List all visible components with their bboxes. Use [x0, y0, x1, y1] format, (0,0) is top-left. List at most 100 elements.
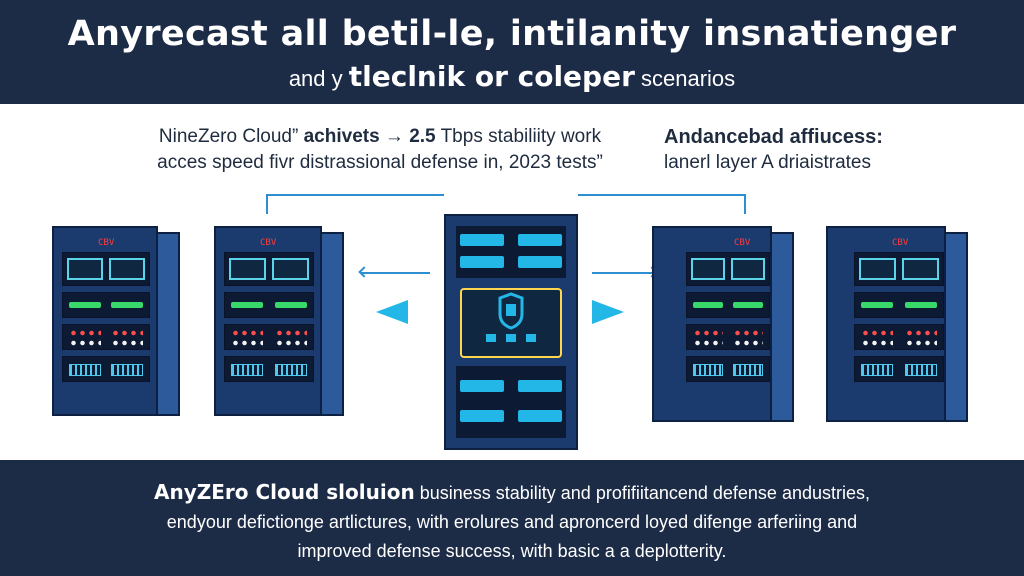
indicator-bay — [224, 324, 314, 350]
rack-status-label: CBV — [734, 238, 751, 248]
rack-status-label: CBV — [98, 238, 115, 248]
led-row — [861, 339, 893, 347]
led-row — [275, 329, 307, 337]
status-bar — [460, 380, 504, 392]
connector-right — [578, 194, 746, 214]
rack-face: CBV — [826, 226, 946, 422]
indicator-bay — [62, 324, 150, 350]
led-row — [275, 339, 307, 347]
led-row — [111, 329, 143, 337]
monitor-screen — [229, 258, 266, 280]
monitor-bay — [854, 252, 944, 286]
monitor-bay — [686, 252, 770, 286]
vent-bay — [224, 356, 314, 382]
status-bar — [111, 302, 143, 308]
indicator-bay — [686, 324, 770, 350]
server-diagram: CBV CBV — [0, 180, 1024, 450]
footer-line-1: AnyZEro Cloud sloluion business stabilit… — [0, 478, 1024, 508]
vent-bay — [686, 356, 770, 382]
right-arrow-icon — [592, 300, 624, 324]
led-row — [231, 329, 263, 337]
subtitle-post: scenarios — [641, 66, 736, 91]
status-bar — [861, 302, 893, 308]
led-row — [905, 329, 937, 337]
rack-side-panel — [944, 232, 968, 422]
status-bar — [518, 234, 562, 246]
caption-left-post: Tbps stabiliity work — [440, 126, 602, 147]
vent-grille — [69, 364, 101, 376]
rack-face: CBV — [652, 226, 772, 422]
led-row — [861, 329, 893, 337]
caption-left-line2: acces speed fivr distrassional defense i… — [157, 152, 603, 173]
status-bar — [518, 410, 562, 422]
subtitle-pre: and y — [288, 66, 343, 91]
header-banner: Anyrecast all betil-le, intilanity insna… — [0, 0, 1024, 104]
footer-line-1-rest: business stability and profifiitancend d… — [419, 483, 870, 503]
flow-line-left — [360, 272, 430, 274]
status-bar — [733, 302, 763, 308]
caption-right-line2: lanerl layer A driaistrates — [664, 152, 871, 173]
led-row — [733, 329, 763, 337]
monitor-screen — [902, 258, 939, 280]
monitor-screen — [731, 258, 765, 280]
page-title: Anyrecast all betil-le, intilanity insna… — [67, 14, 957, 54]
caption-left-pre: NineZero Cloud” — [158, 126, 299, 147]
status-bar — [460, 234, 504, 246]
status-bar — [275, 302, 307, 308]
status-bar — [460, 256, 504, 268]
led-row — [693, 329, 723, 337]
monitor-screen — [272, 258, 309, 280]
connector-left — [266, 194, 444, 214]
server-rack-2: CBV — [214, 226, 344, 416]
status-bar — [518, 380, 562, 392]
monitor-bay — [62, 252, 150, 286]
status-bar — [518, 256, 562, 268]
footer-line-3: improved defense success, with basic a a… — [297, 541, 727, 561]
drive-bay — [854, 292, 944, 318]
drive-bay — [224, 292, 314, 318]
vent-grille — [861, 364, 893, 376]
rack-status-label: CBV — [892, 238, 909, 248]
vent-grille — [733, 364, 763, 376]
monitor-screen — [691, 258, 725, 280]
status-bar — [69, 302, 101, 308]
shield-icon — [486, 292, 536, 342]
led-row — [231, 339, 263, 347]
monitor-screen — [67, 258, 103, 280]
core-slot — [456, 226, 566, 278]
server-rack-4: CBV — [826, 226, 968, 422]
vent-grille — [905, 364, 937, 376]
rack-side-panel — [320, 232, 344, 416]
subtitle-bold: tleclnik or coleper — [348, 60, 635, 93]
vent-bay — [854, 356, 944, 382]
server-rack-1: CBV — [52, 226, 180, 416]
led-row — [693, 339, 723, 347]
rack-side-panel — [770, 232, 794, 422]
status-bar — [460, 410, 504, 422]
flow-line-right — [592, 272, 658, 274]
vent-bay — [62, 356, 150, 382]
led-row — [905, 339, 937, 347]
caption-left: NineZero Cloud” achivets → 2.5 Tbps stab… — [100, 124, 660, 176]
rack-face: CBV — [214, 226, 322, 416]
page-subtitle: and y tleclnik or coleper scenarios — [0, 60, 1024, 93]
status-bar — [905, 302, 937, 308]
monitor-screen — [109, 258, 145, 280]
footer-bold: AnyZEro Cloud sloluion — [154, 480, 415, 504]
status-bar — [693, 302, 723, 308]
rack-side-panel — [156, 232, 180, 416]
server-rack-3: CBV — [652, 226, 794, 422]
core-slot — [456, 366, 566, 438]
caption-right: Andancebad affiucess: lanerl layer A dri… — [664, 124, 964, 176]
core-display — [460, 288, 562, 358]
vent-grille — [693, 364, 723, 376]
led-row — [69, 339, 101, 347]
footer-banner: AnyZEro Cloud sloluion business stabilit… — [0, 460, 1024, 576]
vent-grille — [275, 364, 307, 376]
led-row — [111, 339, 143, 347]
caption-left-bold: achivets → 2.5 — [303, 126, 436, 147]
vent-grille — [231, 364, 263, 376]
core-server — [444, 214, 578, 450]
led-row — [69, 329, 101, 337]
monitor-bay — [224, 252, 314, 286]
